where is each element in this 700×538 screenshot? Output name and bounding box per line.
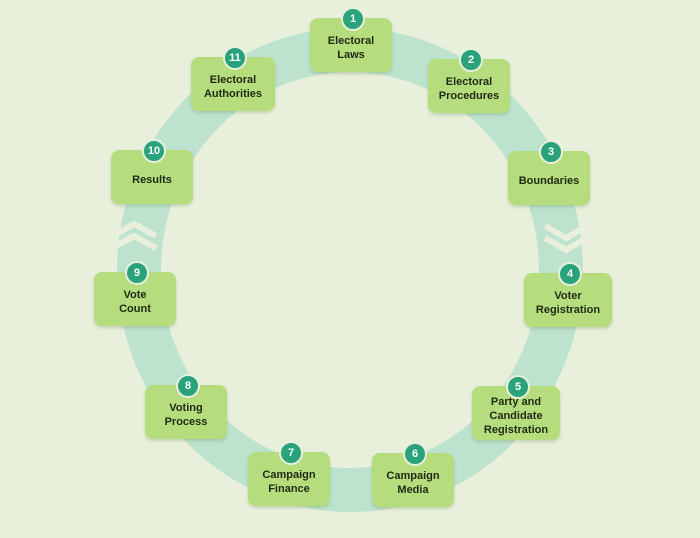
step-label: Campaign Finance [262,469,316,495]
step-number-badge: 3 [539,140,563,164]
step-label: Boundaries [518,175,580,187]
step-results: 10 Results [111,139,193,204]
step-number-badge: 4 [558,262,582,286]
step-boundaries: 3 Boundaries [508,140,590,205]
step-number-badge: 7 [279,441,303,465]
step-label: Electoral Procedures [438,76,500,102]
step-label: Voting Process [164,402,208,428]
step-label: Results [132,174,172,186]
step-label: Campaign Media [386,470,440,496]
step-party-candidate-registration: 5 Party and Candidate Registration [472,375,560,440]
step-number-badge: 8 [176,374,200,398]
step-number-badge: 1 [341,7,365,31]
step-electoral-laws: 1 Electoral Laws [310,7,392,72]
step-number-badge: 6 [403,442,427,466]
step-vote-count: 9 Vote Count [94,261,176,326]
step-label: Electoral Laws [327,35,375,61]
step-label: Vote Count [119,289,151,315]
step-voting-process: 8 Voting Process [145,374,227,439]
step-electoral-authorities: 11 Electoral Authorities [191,46,275,111]
left-chevron-arrow [110,220,158,251]
step-campaign-media: 6 Campaign Media [372,442,454,507]
right-chevron-arrow [543,223,589,254]
step-label: Electoral Authorities [203,74,263,100]
step-number-badge: 2 [459,48,483,72]
step-campaign-finance: 7 Campaign Finance [248,441,330,506]
step-voter-registration: 4 Voter Registration [524,262,612,327]
step-number-badge: 11 [223,46,247,70]
step-electoral-procedures: 2 Electoral Procedures [428,48,510,113]
step-number-badge: 5 [506,375,530,399]
step-label: Party and Candidate Registration [483,396,549,436]
step-number-badge: 10 [142,139,166,163]
step-number-badge: 9 [125,261,149,285]
step-label: Voter Registration [535,290,601,316]
